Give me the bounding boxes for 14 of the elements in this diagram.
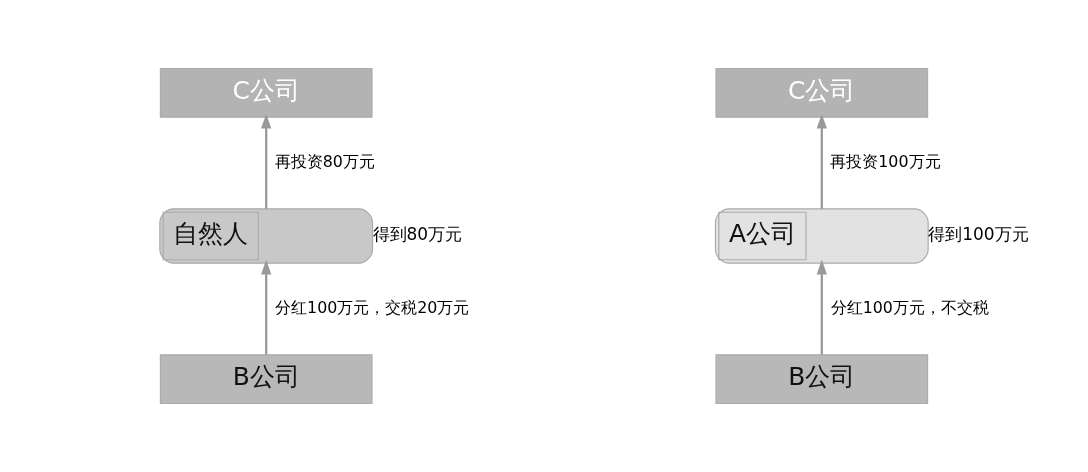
node-box: C公司 — [715, 67, 929, 118]
arrow — [261, 113, 272, 209]
arrow — [816, 259, 827, 355]
arrow — [816, 113, 827, 209]
edge-label: 分红100万元，不交税 — [830, 298, 989, 318]
node-label: 得到100万元 — [928, 223, 1029, 244]
edge-label: 再投资100万元 — [830, 152, 941, 172]
node-box: B公司 — [715, 354, 929, 405]
edge-label: 分红100万元，交税20万元 — [275, 298, 470, 318]
node-box: C公司 — [159, 67, 373, 118]
edge-label: 再投资80万元 — [274, 152, 375, 172]
arrow — [261, 259, 272, 355]
node-box: B公司 — [159, 354, 373, 405]
node-label: 得到80万元 — [372, 223, 463, 244]
